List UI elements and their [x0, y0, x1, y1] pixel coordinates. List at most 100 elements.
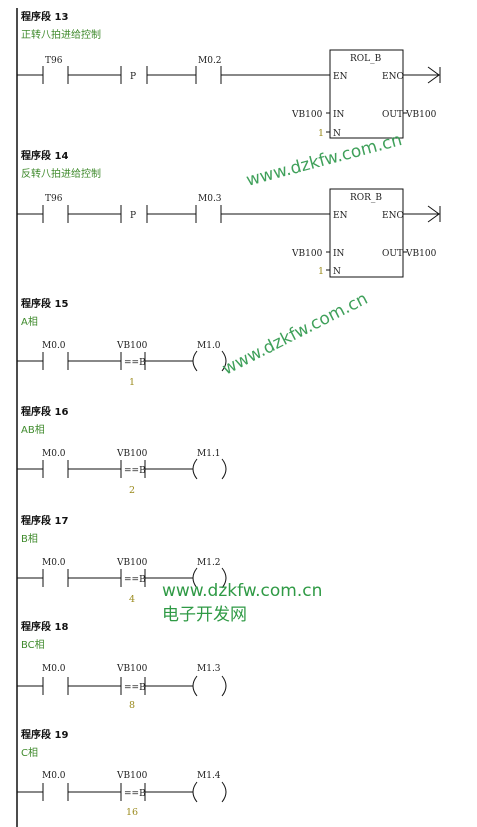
contact-label: M0.0	[42, 771, 66, 781]
network-13: 程序段 13 正转八拍进给控制 T96 P M0.2 ROL_B EN ENO …	[17, 10, 441, 139]
compare-value: 2	[129, 485, 135, 496]
eno-pin: ENO	[382, 211, 404, 221]
block-name: ROL_B	[350, 54, 382, 64]
contact-label: M0.2	[198, 56, 222, 66]
compare-operand: VB100	[116, 664, 148, 674]
contact-label: M0.0	[42, 664, 66, 674]
network-comment: 正转八拍进给控制	[21, 28, 101, 41]
network-14: 程序段 14 反转八拍进给控制 T96 P M0.3 ROR_B EN ENO …	[17, 149, 441, 278]
coil-label: M1.1	[197, 449, 221, 459]
network-18: 程序段 18 BC相 M0.0 VB100 ==B 8 M1.3	[17, 620, 227, 711]
compare-value: 8	[129, 700, 135, 711]
n-pin: N	[333, 267, 341, 277]
compare-value: 4	[129, 594, 135, 605]
contact-label: M0.3	[198, 194, 222, 204]
compare-operand: VB100	[116, 771, 148, 781]
contact-t96: T96	[17, 56, 121, 84]
network-16: 程序段 16 AB相 M0.0 VB100 ==B 2 M1.1	[17, 405, 227, 496]
contact-m00: M0.0	[17, 449, 121, 478]
positive-edge-contact: P	[120, 205, 196, 223]
network-title: 程序段 16	[21, 405, 68, 418]
edge-label: P	[130, 211, 136, 221]
network-comment: BC相	[21, 638, 45, 651]
compare-operator: ==B	[124, 683, 146, 693]
contact-m03: M0.3	[195, 194, 330, 223]
n-value: 1	[318, 266, 324, 277]
contact-m00: M0.0	[17, 341, 121, 370]
watermark-url-3: www.dzkfw.com.cn	[162, 581, 322, 601]
out-pin: OUT	[382, 110, 403, 120]
network-title: 程序段 14	[21, 149, 68, 162]
contact-label: T96	[45, 56, 63, 66]
rol-b-block: ROL_B EN ENO IN OUT N VB100 VB100 1	[291, 49, 441, 139]
compare-operator: ==B	[124, 466, 146, 476]
out-operand: VB100	[405, 110, 437, 120]
network-title: 程序段 19	[21, 728, 68, 741]
out-operand: VB100	[405, 249, 437, 259]
network-comment: AB相	[21, 423, 45, 436]
in-operand: VB100	[291, 110, 323, 120]
network-17: 程序段 17 B相 M0.0 VB100 ==B 4 M1.2	[17, 514, 227, 605]
compare-contact: VB100 ==B 16	[116, 771, 193, 818]
network-title: 程序段 18	[21, 620, 68, 633]
watermark-url-1: www.dzkfw.com.cn	[244, 130, 404, 191]
network-title: 程序段 15	[21, 297, 68, 310]
contact-label: M0.0	[42, 449, 66, 459]
compare-operator: ==B	[124, 358, 146, 368]
compare-operator: ==B	[124, 575, 146, 585]
ror-b-block: ROR_B EN ENO IN OUT N VB100 VB100 1	[291, 188, 441, 278]
output-arrow	[427, 205, 440, 223]
contact-m00: M0.0	[17, 664, 121, 695]
coil-label: M1.2	[197, 558, 221, 568]
output-coil: M1.4	[192, 771, 227, 803]
compare-value: 1	[129, 377, 135, 388]
network-15: 程序段 15 A相 M0.0 VB100 ==B 1 M1.0	[17, 297, 227, 388]
compare-contact: VB100 ==B 4	[116, 558, 193, 605]
n-pin: N	[333, 129, 341, 139]
compare-value: 16	[126, 807, 138, 818]
watermark-url-2: www.dzkfw.com.cn	[219, 289, 371, 380]
compare-contact: VB100 ==B 2	[116, 449, 193, 496]
network-19: 程序段 19 C相 M0.0 VB100 ==B 16 M1.4	[17, 728, 227, 818]
watermark-site-name: 电子开发网	[162, 605, 247, 625]
network-title: 程序段 17	[21, 514, 68, 527]
network-comment: A相	[21, 315, 38, 328]
network-comment: B相	[21, 532, 38, 545]
output-arrow	[427, 66, 440, 84]
en-pin: EN	[333, 72, 348, 82]
contact-t96: T96	[17, 194, 121, 223]
network-title: 程序段 13	[21, 10, 68, 23]
in-pin: IN	[333, 249, 345, 259]
output-coil: M1.1	[192, 449, 227, 480]
contact-label: T96	[45, 194, 63, 204]
compare-contact: VB100 ==B 8	[116, 664, 193, 711]
output-coil: M1.2	[192, 558, 227, 589]
positive-edge-contact: P	[120, 66, 196, 84]
compare-operand: VB100	[116, 449, 148, 459]
en-pin: EN	[333, 211, 348, 221]
output-coil: M1.0	[192, 341, 227, 372]
out-pin: OUT	[382, 249, 403, 259]
coil-label: M1.3	[197, 664, 221, 674]
network-comment: 反转八拍进给控制	[21, 167, 101, 180]
contact-m00: M0.0	[17, 558, 121, 587]
contact-label: M0.0	[42, 558, 66, 568]
edge-label: P	[130, 72, 136, 82]
compare-operand: VB100	[116, 341, 148, 351]
coil-label: M1.4	[197, 771, 221, 781]
contact-label: M0.0	[42, 341, 66, 351]
in-operand: VB100	[291, 249, 323, 259]
compare-operand: VB100	[116, 558, 148, 568]
block-name: ROR_B	[350, 193, 382, 203]
contact-m00: M0.0	[17, 771, 121, 801]
coil-label: M1.0	[197, 341, 221, 351]
output-coil: M1.3	[192, 664, 227, 697]
network-comment: C相	[21, 746, 38, 759]
in-pin: IN	[333, 110, 345, 120]
contact-m02: M0.2	[195, 56, 330, 84]
n-value: 1	[318, 128, 324, 139]
compare-operator: ==B	[124, 789, 146, 799]
eno-pin: ENO	[382, 72, 404, 82]
compare-contact: VB100 ==B 1	[116, 341, 193, 388]
